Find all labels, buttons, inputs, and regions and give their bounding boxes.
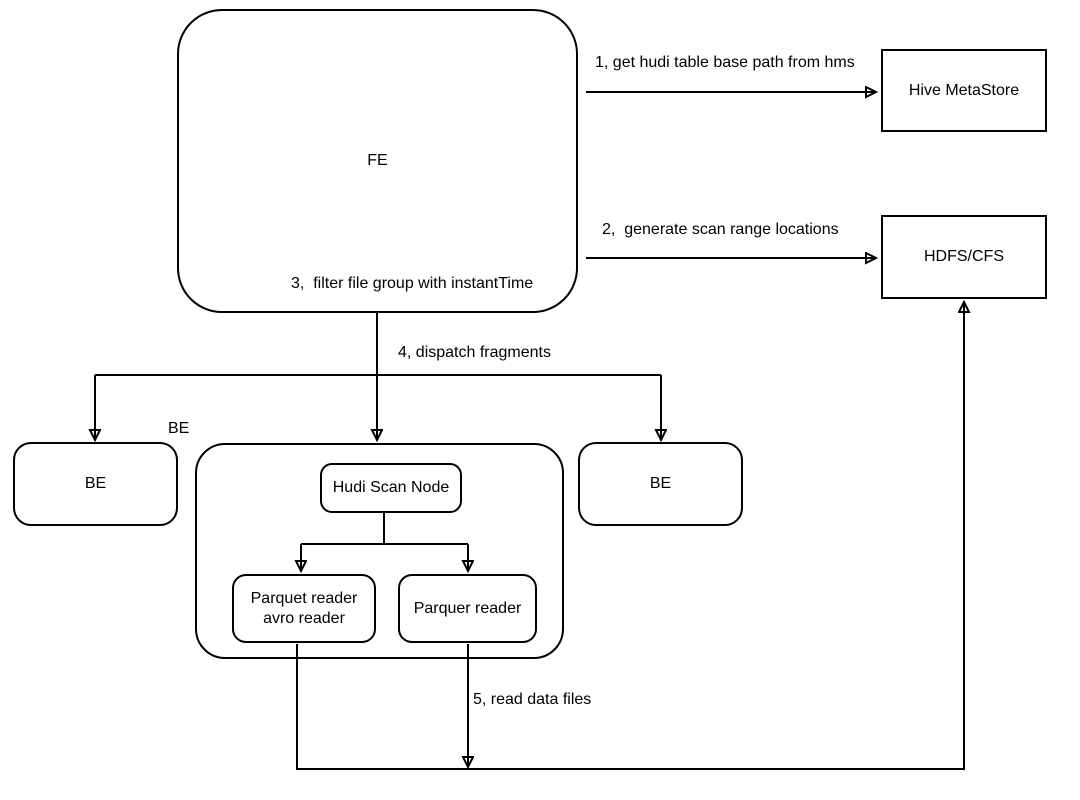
- parquet-avro-reader-node: Parquet reader avro reader: [232, 574, 376, 643]
- be-right-label: BE: [649, 475, 672, 492]
- hudi-scan-node: Hudi Scan Node: [320, 463, 462, 513]
- edge-label-step4: 4, dispatch fragments: [398, 344, 551, 361]
- parquet-avro-reader-line1: Parquet reader: [250, 589, 358, 607]
- parquer-reader-label: Parquer reader: [413, 599, 522, 617]
- hive-metastore-label: Hive MetaStore: [908, 81, 1020, 99]
- hudi-scan-label: Hudi Scan Node: [332, 479, 450, 496]
- fe-label: FE: [367, 152, 388, 169]
- be-right-node: BE: [578, 442, 743, 526]
- fe-node: FE: [177, 9, 578, 313]
- parquer-reader-node: Parquer reader: [398, 574, 537, 643]
- be-left-label: BE: [84, 475, 107, 492]
- edge-label-step2: 2, generate scan range locations: [602, 221, 839, 238]
- hive-metastore-node: Hive MetaStore: [881, 49, 1047, 132]
- be-left-node: BE: [13, 442, 178, 526]
- edge-label-step5: 5, read data files: [473, 691, 592, 708]
- edge-label-step1: 1, get hudi table base path from hms: [595, 54, 855, 71]
- be-group-tag-label: BE: [168, 420, 190, 437]
- parquet-avro-reader-line2: avro reader: [263, 609, 345, 627]
- hdfs-cfs-node: HDFS/CFS: [881, 215, 1047, 299]
- hdfs-cfs-label: HDFS/CFS: [924, 248, 1004, 265]
- fe-step3-note: 3, filter file group with instantTime: [291, 275, 534, 292]
